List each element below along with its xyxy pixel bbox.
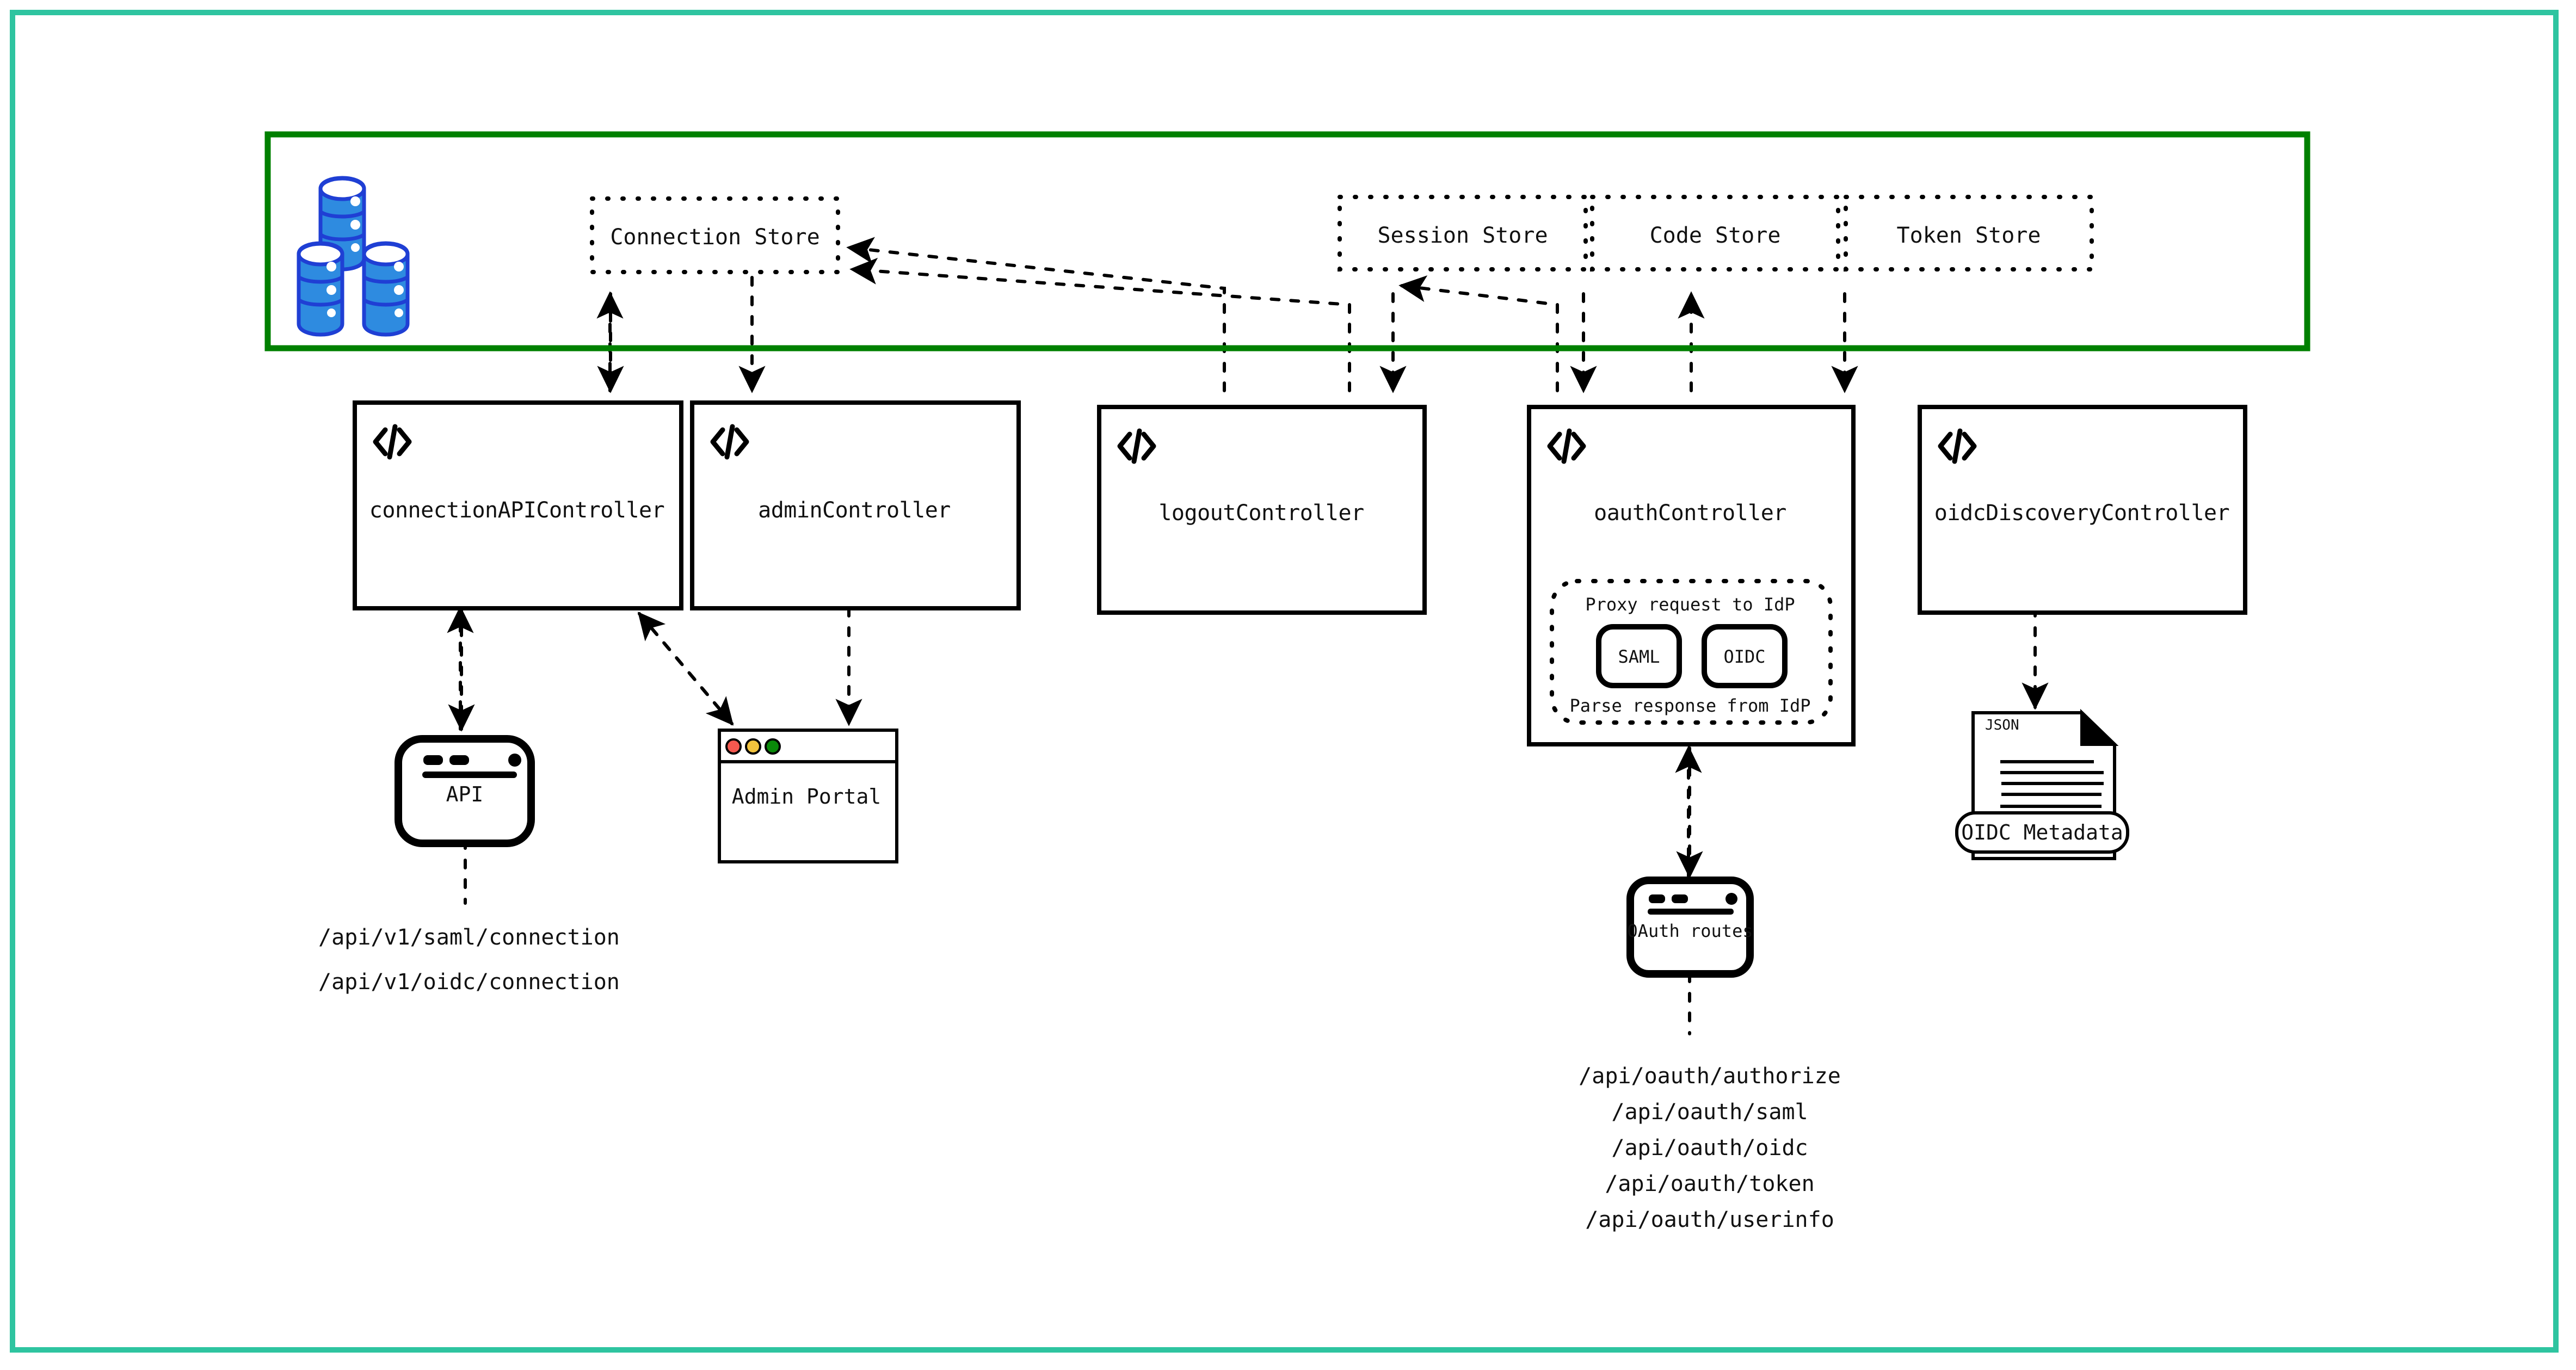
connection-store-label: Connection Store <box>610 225 820 250</box>
store-container-border <box>264 131 2310 351</box>
session-store-label: Session Store <box>1377 223 1548 248</box>
oauth-endpoint: /api/oauth/token <box>1605 1171 1815 1196</box>
oauth-controller-label: oauthController <box>1594 501 1786 526</box>
oauth-to-session-store <box>1398 275 1559 392</box>
idp-group-footer: Parse response from IdP <box>1569 695 1811 716</box>
portal-to-admin <box>637 612 734 725</box>
browser-window-icon[interactable] <box>718 729 898 863</box>
api-label: API <box>446 782 484 806</box>
oauth-endpoint: /api/oauth/saml <box>1611 1100 1808 1125</box>
oauth-endpoint: /api/oauth/userinfo <box>1585 1207 1834 1232</box>
oauth-left-to-connection-store <box>849 257 1351 392</box>
browser-window-icon[interactable] <box>1626 877 1754 978</box>
token-store-box[interactable] <box>1844 195 2094 271</box>
session-store-box[interactable] <box>1338 195 1588 271</box>
logout-controller-label: logoutController <box>1158 501 1364 526</box>
admin-portal-label: Admin Portal <box>731 785 882 809</box>
oauth-controller-box[interactable] <box>1527 405 1856 746</box>
connection-store-box[interactable] <box>590 196 840 274</box>
saml-protocol-label: SAML <box>1618 646 1660 667</box>
connection-api-controller-label: connectionAPIController <box>369 498 665 523</box>
connection-api-controller-box[interactable] <box>353 400 683 610</box>
saml-protocol-box[interactable] <box>1596 624 1682 688</box>
oauth-routes-label: OAuth routes <box>1627 921 1753 941</box>
logout-to-connection-store <box>846 237 1226 392</box>
logout-controller-box[interactable] <box>1097 405 1427 615</box>
oidc-metadata-label: OIDC Metadata <box>1961 820 2123 844</box>
idp-group-box <box>1550 579 1833 725</box>
oidc-protocol-label: OIDC <box>1723 646 1766 667</box>
oidc-protocol-box[interactable] <box>1702 624 1788 688</box>
json-document-icon[interactable] <box>1955 708 2129 860</box>
outer-frame <box>10 10 2559 1353</box>
admin-controller-box[interactable] <box>690 400 1021 610</box>
connection-endpoint: /api/v1/oidc/connection <box>318 970 620 995</box>
oidc-discovery-controller-box[interactable] <box>1918 405 2247 615</box>
maximize-dot <box>765 738 781 755</box>
code-icon <box>1938 428 1977 464</box>
oidc-discovery-controller-label: oidcDiscoveryController <box>1934 501 2230 526</box>
code-store-label: Code Store <box>1649 223 1781 248</box>
idp-group-header: Proxy request to IdP <box>1585 594 1795 615</box>
database-stack-icon <box>297 176 410 337</box>
oidc-metadata-pill <box>1955 811 2129 854</box>
oauth-endpoint: /api/oauth/oidc <box>1611 1136 1808 1161</box>
admin-controller-label: adminController <box>758 498 951 523</box>
close-dot <box>725 738 742 755</box>
connection-endpoint: /api/v1/saml/connection <box>318 925 620 950</box>
code-store-box[interactable] <box>1590 195 1840 271</box>
code-icon <box>1117 428 1156 464</box>
json-doc-type-label: JSON <box>1985 717 2019 733</box>
oauth-endpoint: /api/oauth/authorize <box>1579 1064 1841 1089</box>
code-icon <box>1547 428 1586 464</box>
minimize-dot <box>745 738 761 755</box>
device-window-icon[interactable] <box>395 735 535 847</box>
code-icon <box>373 424 412 460</box>
token-store-label: Token Store <box>1896 223 2041 248</box>
code-icon <box>710 424 749 460</box>
